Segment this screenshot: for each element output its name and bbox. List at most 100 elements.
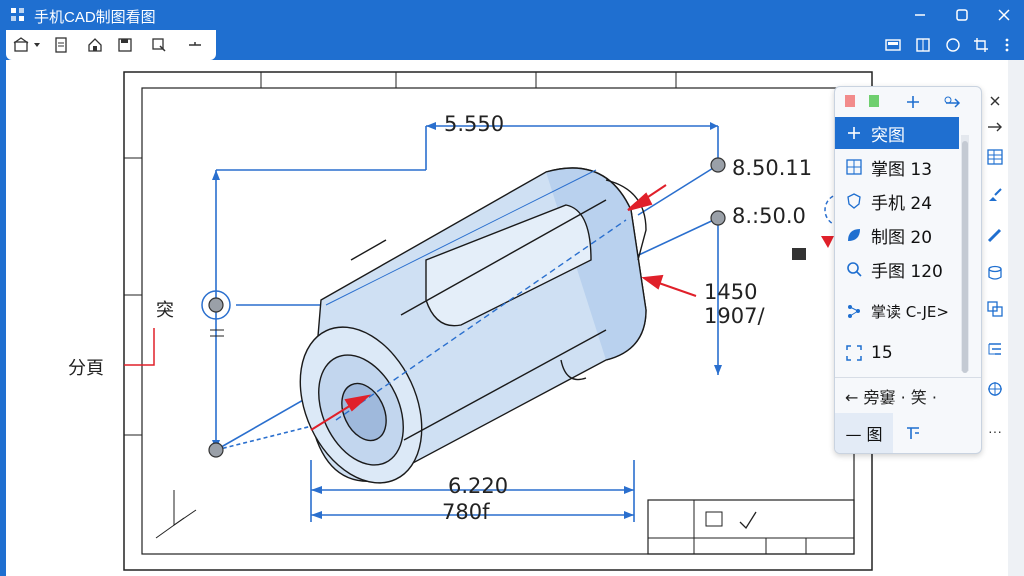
panel-item-label: 15: [871, 343, 893, 363]
maximize-button[interactable]: [952, 5, 972, 25]
panel-item-label: 手图 120: [871, 261, 943, 282]
panel-item-0[interactable]: 突图: [835, 117, 959, 149]
dim-right-top[interactable]: 8.50.11: [732, 156, 813, 180]
pen-button[interactable]: [984, 224, 1006, 246]
export-button[interactable]: [150, 36, 168, 54]
layout-button[interactable]: [914, 36, 932, 54]
panel-item-3[interactable]: 制图 20: [835, 219, 959, 251]
minimize-icon: [915, 14, 925, 16]
panel-item-label: 突图: [871, 125, 905, 146]
page-icon: [55, 37, 67, 53]
table-button[interactable]: [984, 146, 1006, 168]
dim-right-height[interactable]: 1450: [704, 280, 758, 304]
search-icon: [843, 258, 865, 280]
frame-icon: [843, 342, 865, 364]
dim-right-height-2[interactable]: 1907/: [704, 304, 765, 328]
left-marker-label: 突: [156, 300, 174, 321]
panel-back-label: ← 旁窶 · 笑 ·: [845, 388, 937, 407]
crop-icon: [974, 38, 988, 52]
panel-close-button[interactable]: [984, 90, 1006, 112]
brush-button[interactable]: [984, 184, 1006, 206]
house-button[interactable]: [86, 36, 104, 54]
arrow-right-button[interactable]: [984, 116, 1006, 138]
brush-icon: [989, 188, 1002, 201]
plus-icon[interactable]: [905, 94, 921, 110]
save-button[interactable]: [116, 36, 134, 54]
copy-button[interactable]: [984, 298, 1006, 320]
panel-item-2[interactable]: 手机 24: [835, 185, 959, 217]
panel-header: [835, 87, 981, 117]
line-tool-button[interactable]: [186, 36, 204, 54]
green-dot-icon[interactable]: [869, 95, 879, 107]
layout-icon: [916, 38, 930, 52]
close-button[interactable]: [994, 5, 1014, 25]
screen-button[interactable]: [884, 36, 902, 54]
dim-bottom-length-2[interactable]: 780f: [442, 500, 490, 524]
minimize-button[interactable]: [910, 5, 930, 25]
export-icon: [152, 38, 166, 52]
swap-icon[interactable]: [943, 94, 963, 110]
close-icon: [990, 96, 1000, 106]
layers-panel: 突图 掌图 13 手机 24 制图 20 手图 120 掌读 C-JE> 15 …: [834, 86, 982, 454]
house-icon: [88, 38, 102, 52]
dimension-tool-icon[interactable]: [905, 425, 923, 441]
layers-icon: [988, 343, 1001, 355]
home-dropdown[interactable]: [32, 36, 42, 54]
panel-scroll-thumb[interactable]: [962, 141, 968, 373]
chevron-down-icon: [34, 43, 40, 47]
rotate-button[interactable]: [944, 36, 962, 54]
title-bar: 手机CAD制图看图: [0, 0, 1024, 30]
grid-icon: [843, 156, 865, 178]
panel-item-4[interactable]: 手图 120: [835, 253, 959, 285]
cylinder-button[interactable]: [984, 262, 1006, 284]
panel-item-label: 掌图 13: [871, 159, 933, 180]
pen-icon: [987, 228, 1002, 243]
more-vertical-icon: [1005, 38, 1009, 52]
cylinder-icon: [988, 265, 1002, 280]
right-toolbar: ···: [982, 86, 1008, 452]
dim-bottom-length[interactable]: 6.220: [448, 474, 509, 498]
line-icon: [189, 42, 201, 46]
dim-top-length[interactable]: 5.550: [444, 112, 505, 136]
panel-item-1[interactable]: 掌图 13: [835, 151, 959, 183]
plus-icon: [843, 122, 865, 144]
toolbar-left-group: [6, 30, 216, 60]
shield-icon: [843, 190, 865, 212]
panel-item-label: 掌读 C-JE>: [871, 302, 949, 321]
circle-icon: [946, 38, 960, 52]
copy-icon: [987, 301, 1003, 317]
panel-tab-active[interactable]: — 图: [835, 413, 893, 453]
window-title: 手机CAD制图看图: [34, 9, 156, 26]
dim-right-mid[interactable]: 8.:50.0: [732, 204, 806, 228]
home-button[interactable]: [12, 36, 30, 54]
panel-item-6[interactable]: 15: [835, 337, 959, 369]
panel-item-label: 制图 20: [871, 227, 933, 248]
layers-button[interactable]: [984, 338, 1006, 360]
compass-button[interactable]: [984, 378, 1006, 400]
cad-drawing: [123, 71, 873, 571]
panel-tab-label: — 图: [845, 425, 883, 444]
canvas-vertical-scrollbar[interactable]: [1008, 60, 1024, 576]
node-icon: [843, 300, 865, 322]
leaf-icon: [843, 224, 865, 246]
crop-button[interactable]: [972, 36, 990, 54]
panel-item-label: 手机 24: [871, 193, 933, 214]
table-icon: [987, 149, 1003, 165]
page-button[interactable]: [52, 36, 70, 54]
home-icon: [13, 37, 29, 52]
more-horizontal-button[interactable]: ···: [984, 420, 1006, 442]
panel-footer: ← 旁窶 · 笑 · — 图: [835, 377, 981, 453]
app-logo-icon: [11, 8, 24, 21]
maximize-icon: [956, 9, 968, 21]
screen-icon: [885, 39, 901, 51]
more-horizontal-icon: ···: [988, 423, 1002, 439]
red-dot-icon[interactable]: [845, 95, 855, 107]
panel-item-5[interactable]: 掌读 C-JE>: [835, 295, 959, 327]
close-icon: [998, 9, 1010, 21]
arrow-right-icon: [988, 122, 1002, 132]
compass-icon: [988, 382, 1002, 396]
save-icon: [118, 38, 132, 52]
left-callout-label: 分頁: [68, 358, 104, 379]
panel-back-row[interactable]: ← 旁窶 · 笑 ·: [835, 377, 981, 414]
more-button[interactable]: [998, 36, 1016, 54]
